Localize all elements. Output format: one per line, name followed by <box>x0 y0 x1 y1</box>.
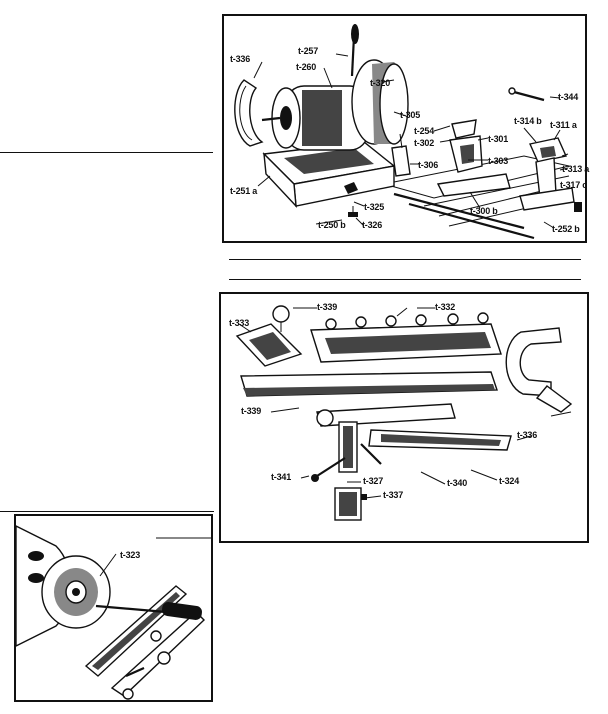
label-t250b: t-250 b <box>318 220 346 230</box>
label-t314b: t-314 b <box>514 116 542 126</box>
label-t260: t-260 <box>296 62 317 72</box>
label-t326: t-326 <box>362 220 383 230</box>
label-t337: t-337 <box>383 490 404 500</box>
label-t339-lower: t-339 <box>241 406 262 416</box>
tool-rest-parts-panel: t-333 t-339 t-332 t-339 t-336 t-341 t-32… <box>219 292 589 543</box>
label-t341: t-341 <box>271 472 292 482</box>
grinding-closeup-illustration <box>15 524 212 700</box>
label-t320: t-320 <box>370 78 391 88</box>
left-rule-lower <box>0 511 214 512</box>
left-rule-upper <box>0 152 213 153</box>
label-t333: t-333 <box>229 318 250 328</box>
tool-rest-parts-illustration <box>235 305 573 521</box>
divider-rule-1 <box>229 259 581 260</box>
label-t325: t-325 <box>364 202 385 212</box>
label-t340: t-340 <box>447 478 468 488</box>
label-t317c: t-317 c <box>560 180 588 190</box>
grinding-closeup-panel: t-323 <box>14 514 213 702</box>
label-t300b: t-300 b <box>470 206 498 216</box>
label-t313a: t-313 a <box>562 164 590 174</box>
label-t252b: t-252 b <box>552 224 580 234</box>
label-t344: t-344 <box>558 92 579 102</box>
label-t254: t-254 <box>414 126 435 136</box>
label-t336: t-336 <box>230 54 251 64</box>
label-t251a: t-251 a <box>230 186 258 196</box>
label-t332: t-332 <box>435 302 456 312</box>
label-t339-upper: t-339 <box>317 302 338 312</box>
grinder-assembly-panel: t-257 t-336 t-260 t-320 t-344 t-305 t-25… <box>222 14 590 243</box>
label-t336: t-336 <box>517 430 538 440</box>
label-t303: t-303 <box>488 156 509 166</box>
label-t327: t-327 <box>363 476 384 486</box>
divider-rule-2 <box>229 279 581 280</box>
label-t257: t-257 <box>298 46 319 56</box>
label-t302: t-302 <box>414 138 435 148</box>
label-t323: t-323 <box>120 550 141 560</box>
label-t301: t-301 <box>488 134 509 144</box>
grinder-assembly-illustration <box>234 24 582 240</box>
label-t324: t-324 <box>499 476 520 486</box>
label-t305: t-305 <box>400 110 421 120</box>
label-t306: t-306 <box>418 160 439 170</box>
label-t311a: t-311 a <box>550 120 577 130</box>
